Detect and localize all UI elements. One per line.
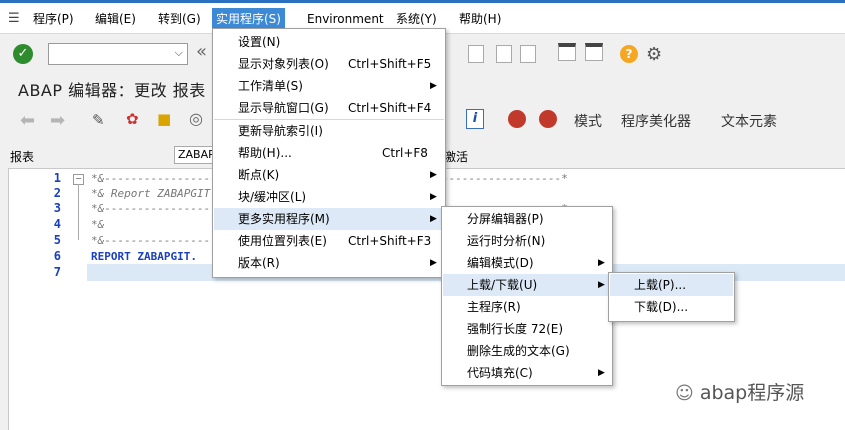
shortcut-icon[interactable]: [585, 43, 603, 61]
ok-icon[interactable]: ✓: [13, 44, 33, 64]
menu-item-where-used[interactable]: 使用位置列表(E)Ctrl+Shift+F3: [238, 234, 432, 248]
line-number: 4: [53, 217, 61, 231]
help-icon[interactable]: ?: [620, 45, 638, 63]
line-number: 7: [53, 265, 61, 279]
menu-item-line-length[interactable]: 强制行长度 72(E): [467, 322, 564, 336]
line-number: 6: [53, 249, 61, 263]
breakpoint-icon[interactable]: [508, 110, 526, 128]
line-number: 5: [53, 233, 61, 247]
back-icon[interactable]: ⬅: [20, 110, 36, 131]
command-field[interactable]: ⌵: [48, 43, 188, 65]
activate-icon[interactable]: ■: [157, 110, 172, 128]
chevron-right-icon: ▶: [430, 214, 437, 224]
menu-toggle-icon[interactable]: ☰: [8, 11, 20, 26]
menu-item-upload[interactable]: 上载(P)...: [610, 274, 733, 296]
menu-item-code-completion[interactable]: 代码填充(C)▶: [443, 362, 611, 384]
menu-item-blocks[interactable]: 块/缓冲区(L)▶: [214, 186, 444, 208]
more-utilities-submenu: 分屏编辑器(P) 运行时分析(N) 编辑模式(D)▶ 上载/下载(U)▶ 主程序…: [441, 206, 613, 386]
code-line[interactable]: REPORT ZABAPGIT.: [91, 250, 197, 263]
info-icon[interactable]: i: [466, 109, 484, 129]
watermark: ☺ abap程序源: [675, 378, 804, 405]
test-icon[interactable]: ◎: [189, 109, 203, 128]
chevron-right-icon: ▶: [598, 280, 605, 290]
menu-help[interactable]: 帮助(H): [459, 12, 502, 26]
watermark-text: abap程序源: [699, 382, 805, 404]
menu-edit[interactable]: 编辑(E): [95, 12, 136, 26]
external-breakpoint-icon[interactable]: [539, 110, 557, 128]
line-number: 3: [53, 201, 61, 215]
menu-item-breakpoints[interactable]: 断点(K)▶: [214, 164, 444, 186]
status-badge: 激活: [444, 150, 469, 164]
history-icon[interactable]: «: [196, 41, 208, 62]
menu-item-help[interactable]: 帮助(H)...Ctrl+F8: [238, 146, 428, 160]
code-line[interactable]: *& Report ZABAPGIT: [91, 187, 211, 200]
pretty-printer-button[interactable]: 程序美化器: [621, 114, 691, 130]
code-line[interactable]: *&: [91, 218, 105, 231]
pattern-button[interactable]: 模式: [574, 114, 602, 130]
menu-item-more-utilities[interactable]: 更多实用程序(M)▶: [214, 208, 444, 230]
check-object-icon[interactable]: ✿: [126, 110, 139, 128]
forward-icon[interactable]: ➡: [50, 110, 66, 131]
tree-line: [78, 184, 79, 240]
menu-item-runtime-analysis[interactable]: 运行时分析(N): [467, 234, 546, 248]
menu-item-main-program[interactable]: 主程序(R): [467, 300, 521, 314]
chevron-right-icon: ▶: [430, 81, 437, 91]
chevron-right-icon: ▶: [430, 170, 437, 180]
upload-download-submenu: 上载(P)... 下载(D)...: [608, 272, 735, 322]
utilities-menu: 设置(N) 显示对象列表(O)Ctrl+Shift+F5 工作清单(S)▶ 显示…: [212, 28, 446, 278]
menu-environment[interactable]: Environment: [307, 12, 384, 26]
chevron-right-icon: ▶: [598, 368, 605, 378]
menu-item-delete-generated-text[interactable]: 删除生成的文本(G): [467, 344, 570, 358]
window-top-border: [0, 0, 845, 3]
menu-item-edit-mode[interactable]: 编辑模式(D)▶: [443, 252, 611, 274]
chevron-right-icon: ▶: [598, 258, 605, 268]
menu-item-download[interactable]: 下载(D)...: [634, 300, 689, 314]
new-session-icon[interactable]: [558, 43, 576, 61]
menubar: ☰ 程序(P) 编辑(E) 转到(G) 实用程序(S) Environment …: [0, 0, 845, 34]
page-last-icon[interactable]: [520, 45, 536, 63]
page-icon[interactable]: [468, 45, 484, 63]
chevron-right-icon: ▶: [430, 192, 437, 202]
menu-item-nav-index[interactable]: 更新导航索引(I): [238, 124, 323, 138]
line-number: 2: [53, 186, 61, 200]
menu-item-nav-window[interactable]: 显示导航窗口(G)Ctrl+Shift+F4: [238, 101, 432, 115]
menu-program[interactable]: 程序(P): [33, 12, 74, 26]
menu-goto[interactable]: 转到(G): [158, 12, 201, 26]
display-change-icon[interactable]: ✎: [92, 111, 105, 129]
menu-item-settings[interactable]: 设置(N): [238, 35, 281, 49]
menu-item-split-editor[interactable]: 分屏编辑器(P): [467, 212, 544, 226]
menu-system[interactable]: 系统(Y): [396, 12, 437, 26]
settings-icon[interactable]: ⚙: [646, 44, 663, 65]
line-number: 1: [53, 171, 61, 185]
menu-utilities[interactable]: 实用程序(S): [212, 8, 285, 30]
chevron-right-icon: ▶: [430, 258, 437, 268]
page-down-icon[interactable]: [496, 45, 512, 63]
menu-item-worklist[interactable]: 工作清单(S)▶: [214, 75, 444, 97]
page-title: ABAP 编辑器：更改 报表: [18, 81, 206, 100]
menu-separator: [214, 119, 444, 120]
menu-item-upload-download[interactable]: 上载/下载(U)▶: [443, 274, 611, 296]
menu-item-versions[interactable]: 版本(R)▶: [214, 252, 444, 274]
chevron-down-icon[interactable]: ⌵: [174, 46, 183, 59]
menu-item-object-list[interactable]: 显示对象列表(O)Ctrl+Shift+F5: [238, 57, 432, 71]
text-elements-button[interactable]: 文本元素: [721, 114, 777, 130]
report-label: 报表: [10, 150, 35, 164]
wechat-icon: ☺: [675, 383, 694, 404]
